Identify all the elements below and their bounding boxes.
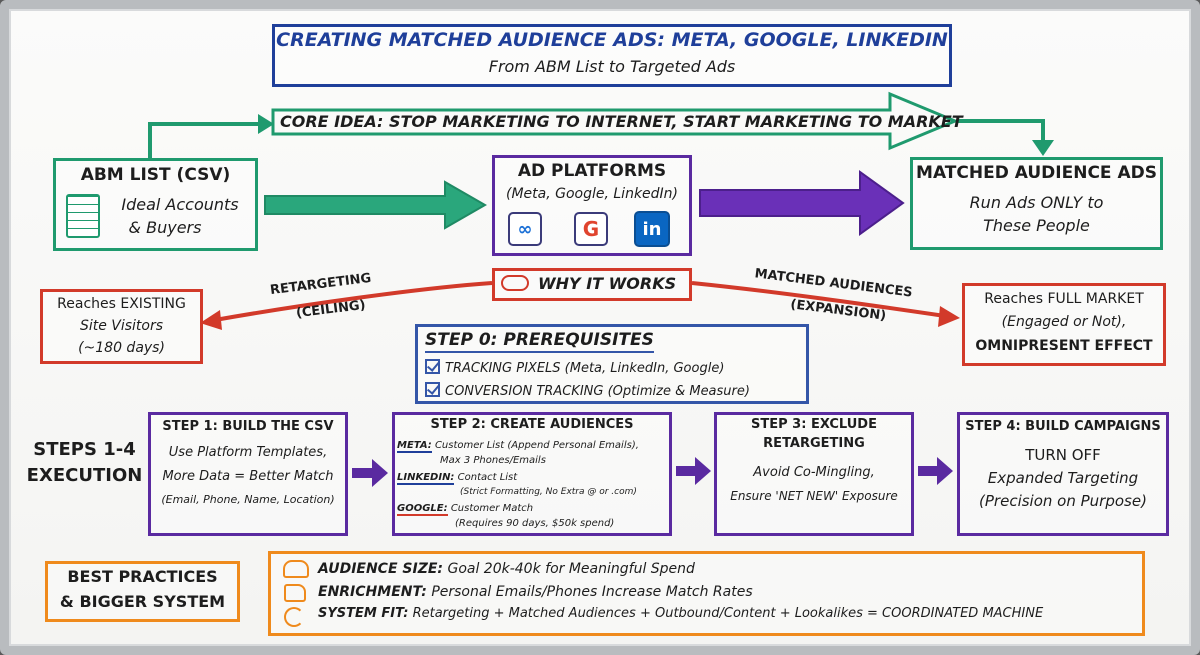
- retargeting-box: [40, 289, 203, 364]
- step2-linkedin-label: LINKEDIN:: [397, 472, 455, 485]
- matched-ads-line1: Run Ads ONLY to: [969, 193, 1104, 212]
- matched-ads-title: MATCHED AUDIENCE ADS: [916, 163, 1157, 183]
- full-market-line1: Reaches FULL MARKET: [984, 291, 1144, 307]
- steps-label-line2: EXECUTION: [26, 465, 143, 486]
- step2-meta-label: META:: [397, 440, 432, 453]
- matched-audience-arrow: [691, 281, 946, 318]
- best-practices-line2: & BIGGER SYSTEM: [59, 592, 226, 611]
- practice-audience-label: AUDIENCE SIZE:: [318, 561, 444, 577]
- best-practices-line1: BEST PRACTICES: [67, 567, 218, 586]
- why-it-works-label: WHY IT WORKS: [538, 274, 677, 293]
- step3-box: [714, 412, 914, 536]
- step3-line1: Avoid Co-Mingling,: [753, 465, 875, 480]
- step2-box: [392, 412, 672, 536]
- practice-audience-text: Goal 20k-40k for Meaningful Spend: [447, 561, 695, 577]
- step2-google-label: GOOGLE:: [397, 503, 448, 516]
- matched-ads-box: [910, 157, 1163, 250]
- retargeting-box-line2: Site Visitors: [79, 318, 164, 334]
- step2-google-text: Customer Match: [450, 503, 534, 514]
- step2-meta-row: META: Customer List (Append Personal Ema…: [397, 440, 639, 453]
- step3-title1: STEP 3: EXCLUDE: [751, 417, 877, 432]
- checkbox-icon: [425, 359, 440, 374]
- retargeting-arrowhead: [200, 310, 222, 330]
- practice-system-row: SYSTEM FIT: Retargeting + Matched Audien…: [318, 606, 1044, 622]
- abm-to-core-arrowhead: [258, 114, 274, 134]
- step2-title: STEP 2: CREATE AUDIENCES: [430, 417, 634, 432]
- step1-line1: Use Platform Templates,: [168, 445, 328, 460]
- cloud-icon: [501, 275, 529, 291]
- practice-system-label: SYSTEM FIT:: [318, 606, 409, 621]
- step2-meta-text: Customer List (Append Personal Emails),: [434, 440, 639, 451]
- retargeting-box-line1: Reaches EXISTING: [57, 296, 186, 312]
- step2-linkedin-text: Contact List: [457, 472, 518, 483]
- platforms-to-matched-arrow: [699, 170, 905, 236]
- step2-meta-text2: Max 3 Phones/Emails: [440, 455, 546, 466]
- practice-enrichment-row: ENRICHMENT: Personal Emails/Phones Incre…: [318, 584, 753, 600]
- retargeting-arrow: [214, 281, 493, 322]
- step0-item1-text: TRACKING PIXELS (Meta, LinkedIn, Google): [445, 361, 725, 376]
- step0-item2: CONVERSION TRACKING (Optimize & Measure): [425, 382, 750, 400]
- linkedin-icon: in: [634, 211, 670, 247]
- best-practices-box: [45, 561, 240, 622]
- step3-to-step4-arrow: [918, 457, 953, 485]
- cycle-icon: [284, 607, 304, 627]
- step1-to-step2-arrow: [352, 459, 388, 487]
- practice-enrichment-text: Personal Emails/Phones Increase Match Ra…: [431, 584, 753, 600]
- meta-icon: ∞: [508, 212, 542, 246]
- step2-google-text2: (Requires 90 days, $50k spend): [455, 518, 615, 529]
- core-to-matched-arrowhead: [1032, 140, 1054, 156]
- step1-line3: (Email, Phone, Name, Location): [161, 493, 335, 506]
- step4-line1: TURN OFF: [1025, 446, 1101, 464]
- abm-list-title: ABM LIST (CSV): [80, 165, 231, 185]
- steps-label-line1: STEPS 1-4: [33, 439, 136, 460]
- full-market-line3: OMNIPRESENT EFFECT: [975, 338, 1153, 354]
- thumbs-up-icon: [284, 584, 306, 602]
- step1-line2: More Data = Better Match: [162, 469, 334, 484]
- step4-line3: (Precision on Purpose): [979, 492, 1147, 510]
- page-subtitle: From ABM List to Targeted Ads: [488, 57, 736, 76]
- checkbox-icon: [425, 382, 440, 397]
- abm-list-line1: Ideal Accounts: [121, 195, 239, 214]
- step1-title: STEP 1: BUILD THE CSV: [162, 419, 334, 434]
- step3-line2: Ensure 'NET NEW' Exposure: [730, 489, 898, 503]
- core-idea-arrow: [271, 91, 959, 151]
- step0-item2-text: CONVERSION TRACKING (Optimize & Measure): [445, 384, 750, 399]
- full-market-box: [962, 283, 1166, 366]
- step2-linkedin-text2: (Strict Formatting, No Extra @ or .com): [460, 487, 637, 497]
- step2-google-row: GOOGLE: Customer Match: [397, 503, 534, 516]
- ad-platforms-title: AD PLATFORMS: [517, 161, 667, 181]
- step4-box: [957, 412, 1169, 536]
- step2-to-step3-arrow: [676, 457, 711, 485]
- matched-ads-line2: These People: [983, 216, 1090, 235]
- step0-item1: TRACKING PIXELS (Meta, LinkedIn, Google): [425, 359, 724, 377]
- people-icon: [283, 560, 309, 578]
- step4-line2: Expanded Targeting: [987, 469, 1139, 487]
- google-icon: G: [574, 212, 608, 246]
- matched-audience-arrowhead: [938, 306, 960, 327]
- step1-box: [148, 412, 348, 536]
- practices-box: [268, 551, 1145, 636]
- page-title: CREATING MATCHED AUDIENCE ADS: META, GOO…: [276, 29, 948, 51]
- step4-title: STEP 4: BUILD CAMPAIGNS: [965, 419, 1161, 434]
- abm-to-core-connector: [148, 122, 262, 158]
- spreadsheet-icon: [66, 194, 100, 238]
- core-idea-text: CORE IDEA: STOP MARKETING TO INTERNET, S…: [280, 112, 963, 131]
- full-market-line2: (Engaged or Not),: [1001, 314, 1127, 330]
- retargeting-box-line3: (~180 days): [78, 340, 165, 356]
- practice-enrichment-label: ENRICHMENT:: [318, 584, 427, 600]
- abm-to-platforms-arrow: [264, 180, 488, 230]
- step0-box: [415, 324, 809, 404]
- core-to-matched-connector: [958, 119, 1045, 142]
- practice-audience-row: AUDIENCE SIZE: Goal 20k-40k for Meaningf…: [318, 561, 695, 577]
- abm-list-line2: & Buyers: [128, 218, 202, 237]
- step2-linkedin-row: LINKEDIN: Contact List: [397, 472, 518, 485]
- step3-title2: RETARGETING: [763, 436, 865, 451]
- title-box: [272, 24, 952, 87]
- ad-platforms-subtitle: (Meta, Google, LinkedIn): [505, 186, 679, 202]
- practice-system-text: Retargeting + Matched Audiences + Outbou…: [412, 606, 1044, 621]
- step0-title: STEP 0: PREREQUISITES: [425, 330, 654, 353]
